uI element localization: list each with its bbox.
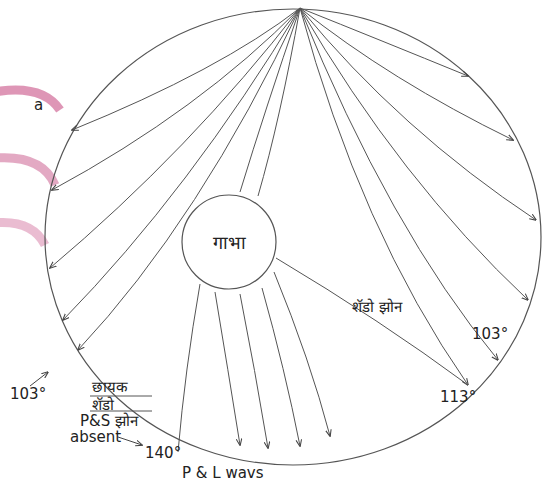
- zone-label: शॅडो झोन: [352, 298, 412, 316]
- wave-label: P & L wavs: [182, 464, 264, 482]
- zone-label: छायक शॅडो: [92, 378, 152, 414]
- pointer-arrow: [30, 372, 48, 386]
- core-circle: गाभा: [181, 194, 277, 290]
- seismic-rays: [50, 8, 536, 385]
- angle-label: 103°: [472, 325, 508, 343]
- edge-letter: a: [34, 96, 43, 114]
- decoration: [0, 223, 45, 246]
- note-label: absent: [70, 428, 121, 446]
- p-l-waves: [215, 272, 330, 448]
- angle-label: 140°: [145, 444, 181, 462]
- pointer-arrow: [118, 437, 142, 445]
- angle-label: 113°: [440, 388, 476, 406]
- decoration: [0, 158, 55, 185]
- earth-outline: [45, 9, 541, 465]
- core-rays: [178, 8, 468, 452]
- zone-label: P&S झोन: [80, 412, 138, 430]
- decoration: [0, 90, 60, 110]
- angle-label: 103°: [10, 385, 46, 403]
- core-label: गाभा: [213, 230, 246, 254]
